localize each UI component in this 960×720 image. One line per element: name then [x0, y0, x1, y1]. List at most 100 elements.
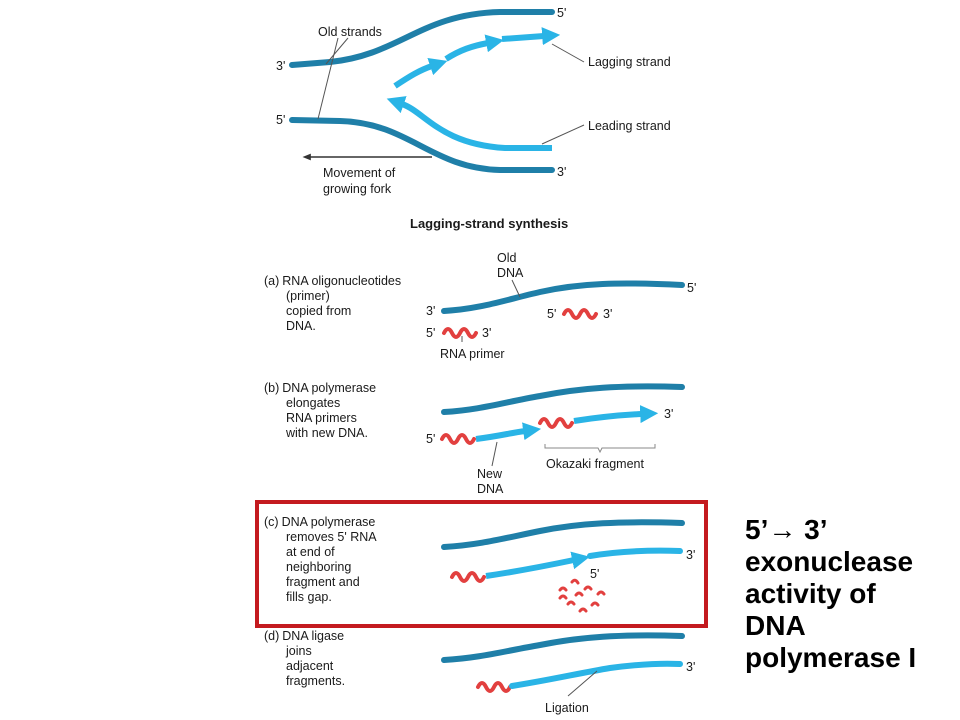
- note-line-2: exonuclease: [745, 546, 914, 577]
- step-b-line-4: with new DNA.: [285, 426, 368, 440]
- label-primer2-3: 3': [603, 307, 612, 321]
- step-a-description: (a)RNA oligonucleotides (primer) copied …: [264, 274, 405, 333]
- lagging-fragment-1: [393, 58, 448, 89]
- rna-fragment-1: [558, 586, 568, 592]
- step-c-new-dna-2: [587, 547, 683, 559]
- step-b-line-2: elongates: [286, 396, 340, 410]
- step-c-tag: (c): [264, 515, 279, 529]
- label-top-left-3: 3': [276, 59, 285, 73]
- rna-fragment-4: [596, 590, 606, 596]
- label-old-strands: Old strands: [318, 25, 382, 39]
- label-step-c-3: 3': [686, 548, 695, 562]
- step-b-line-1: DNA polymerase: [282, 381, 376, 395]
- step-c-rna-primer: [450, 571, 486, 583]
- lagging-fragment-2: [444, 34, 504, 62]
- step-b-rna-primer-2: [538, 417, 574, 429]
- step-d-rna-primer: [476, 681, 512, 693]
- rna-fragment-2: [570, 578, 580, 585]
- note-line-1: 5’→ 3’: [745, 514, 955, 546]
- label-old-dna-2: DNA: [497, 266, 524, 280]
- label-new-dna-1: New: [477, 467, 503, 481]
- step-b-description: (b)DNA polymerase elongates RNA primers …: [264, 381, 380, 440]
- removed-rna-fragments: [558, 578, 606, 613]
- step-b: (b)DNA polymerase elongates RNA primers …: [264, 381, 685, 496]
- label-primer2-5: 5': [547, 307, 556, 321]
- step-b-rna-primer-1: [440, 433, 476, 445]
- note-line-4: DNA: [745, 610, 806, 641]
- step-a-line-2: (primer): [286, 289, 330, 303]
- step-d-description: (d)DNA ligase joins adjacent fragments.: [264, 629, 348, 688]
- step-d-line-2: joins: [285, 644, 312, 658]
- label-step-c-5: 5': [590, 567, 599, 581]
- okazaki-bracket: [544, 444, 656, 454]
- exonuclease-note: 5’→ 3’ exonuclease activity of DNA polym…: [745, 514, 955, 674]
- step-c-template-strand: [441, 519, 685, 550]
- step-c-line-5: fragment and: [286, 575, 360, 589]
- old-strand-bottom: [289, 117, 555, 173]
- step-c-line-2: removes 5' RNA: [286, 530, 377, 544]
- step-c-line-1: DNA polymerase: [282, 515, 376, 529]
- label-top-right-5: 5': [557, 6, 566, 20]
- ligation-pointer: [567, 670, 598, 697]
- label-movement-2: growing fork: [323, 182, 392, 196]
- step-d-line-4: fragments.: [286, 674, 345, 688]
- label-ligation: Ligation: [545, 701, 589, 715]
- label-bottom-left-5: 5': [276, 113, 285, 127]
- rna-fragment-7: [590, 601, 600, 607]
- step-c-line-3: at end of: [286, 545, 335, 559]
- label-old-dna-1: Old: [497, 251, 517, 265]
- rna-primer-1: [442, 327, 478, 339]
- step-d-tag: (d): [264, 629, 279, 643]
- step-d-line-3: adjacent: [286, 659, 334, 673]
- rna-fragment-8: [558, 594, 568, 600]
- note-line-3: activity of: [745, 578, 876, 609]
- old-strands-pointer-bottom: [317, 37, 339, 120]
- label-primer1-5: 5': [426, 326, 435, 340]
- label-step-a-left-3: 3': [426, 304, 435, 318]
- label-movement-1: Movement of: [323, 166, 396, 180]
- step-a-line-3: copied from: [286, 304, 351, 318]
- step-b-new-dna-2: [573, 405, 659, 424]
- leading-strand-pointer: [541, 124, 585, 145]
- step-b-new-dna-1: [475, 422, 542, 442]
- step-a-line-1: RNA oligonucleotides: [282, 274, 401, 288]
- step-b-tag: (b): [264, 381, 279, 395]
- rna-fragment-5: [566, 600, 576, 606]
- replication-fork: Old strands 3' 5' 5' 3' Lagging strand L…: [276, 6, 671, 196]
- note-3-prime: 3’: [796, 514, 828, 545]
- step-c-new-dna-1: [485, 551, 590, 579]
- label-leading-strand: Leading strand: [588, 119, 671, 133]
- label-bottom-right-3: 3': [557, 165, 566, 179]
- label-lagging-strand: Lagging strand: [588, 55, 671, 69]
- label-step-b-right-3: 3': [664, 407, 673, 421]
- old-dna-pointer: [511, 279, 521, 298]
- arrow-right-icon: →: [768, 514, 797, 545]
- leading-strand: [386, 96, 552, 151]
- step-a: (a)RNA oligonucleotides (primer) copied …: [264, 251, 696, 361]
- old-strands-pointer-top: [325, 37, 349, 65]
- step-c: (c)DNA polymerase removes 5' RNA at end …: [255, 500, 708, 628]
- new-dna-pointer: [491, 441, 498, 467]
- label-okazaki-fragment: Okazaki fragment: [546, 457, 644, 471]
- note-5-prime: 5’: [745, 514, 769, 545]
- rna-primer-2: [562, 308, 598, 320]
- label-step-d-3: 3': [686, 660, 695, 674]
- highlight-box: [255, 500, 708, 628]
- label-step-b-left-5: 5': [426, 432, 435, 446]
- label-step-a-right-5: 5': [687, 281, 696, 295]
- rna-fragment-3: [583, 585, 593, 591]
- step-c-line-6: fills gap.: [286, 590, 332, 604]
- old-strand-top: [289, 9, 555, 68]
- step-d-line-1: DNA ligase: [282, 629, 344, 643]
- step-b-line-3: RNA primers: [286, 411, 357, 425]
- step-d: (d)DNA ligase joins adjacent fragments. …: [264, 629, 695, 715]
- rna-fragment-6: [578, 607, 588, 613]
- step-c-description: (c)DNA polymerase removes 5' RNA at end …: [264, 515, 379, 604]
- note-line-5: polymerase I: [745, 642, 917, 673]
- label-primer1-3: 3': [482, 326, 491, 340]
- step-d-joined-dna: [509, 660, 683, 689]
- step-b-template-strand: [441, 383, 685, 415]
- heading-lagging-strand-synthesis: Lagging-strand synthesis: [410, 216, 568, 231]
- step-a-line-4: DNA.: [286, 319, 316, 333]
